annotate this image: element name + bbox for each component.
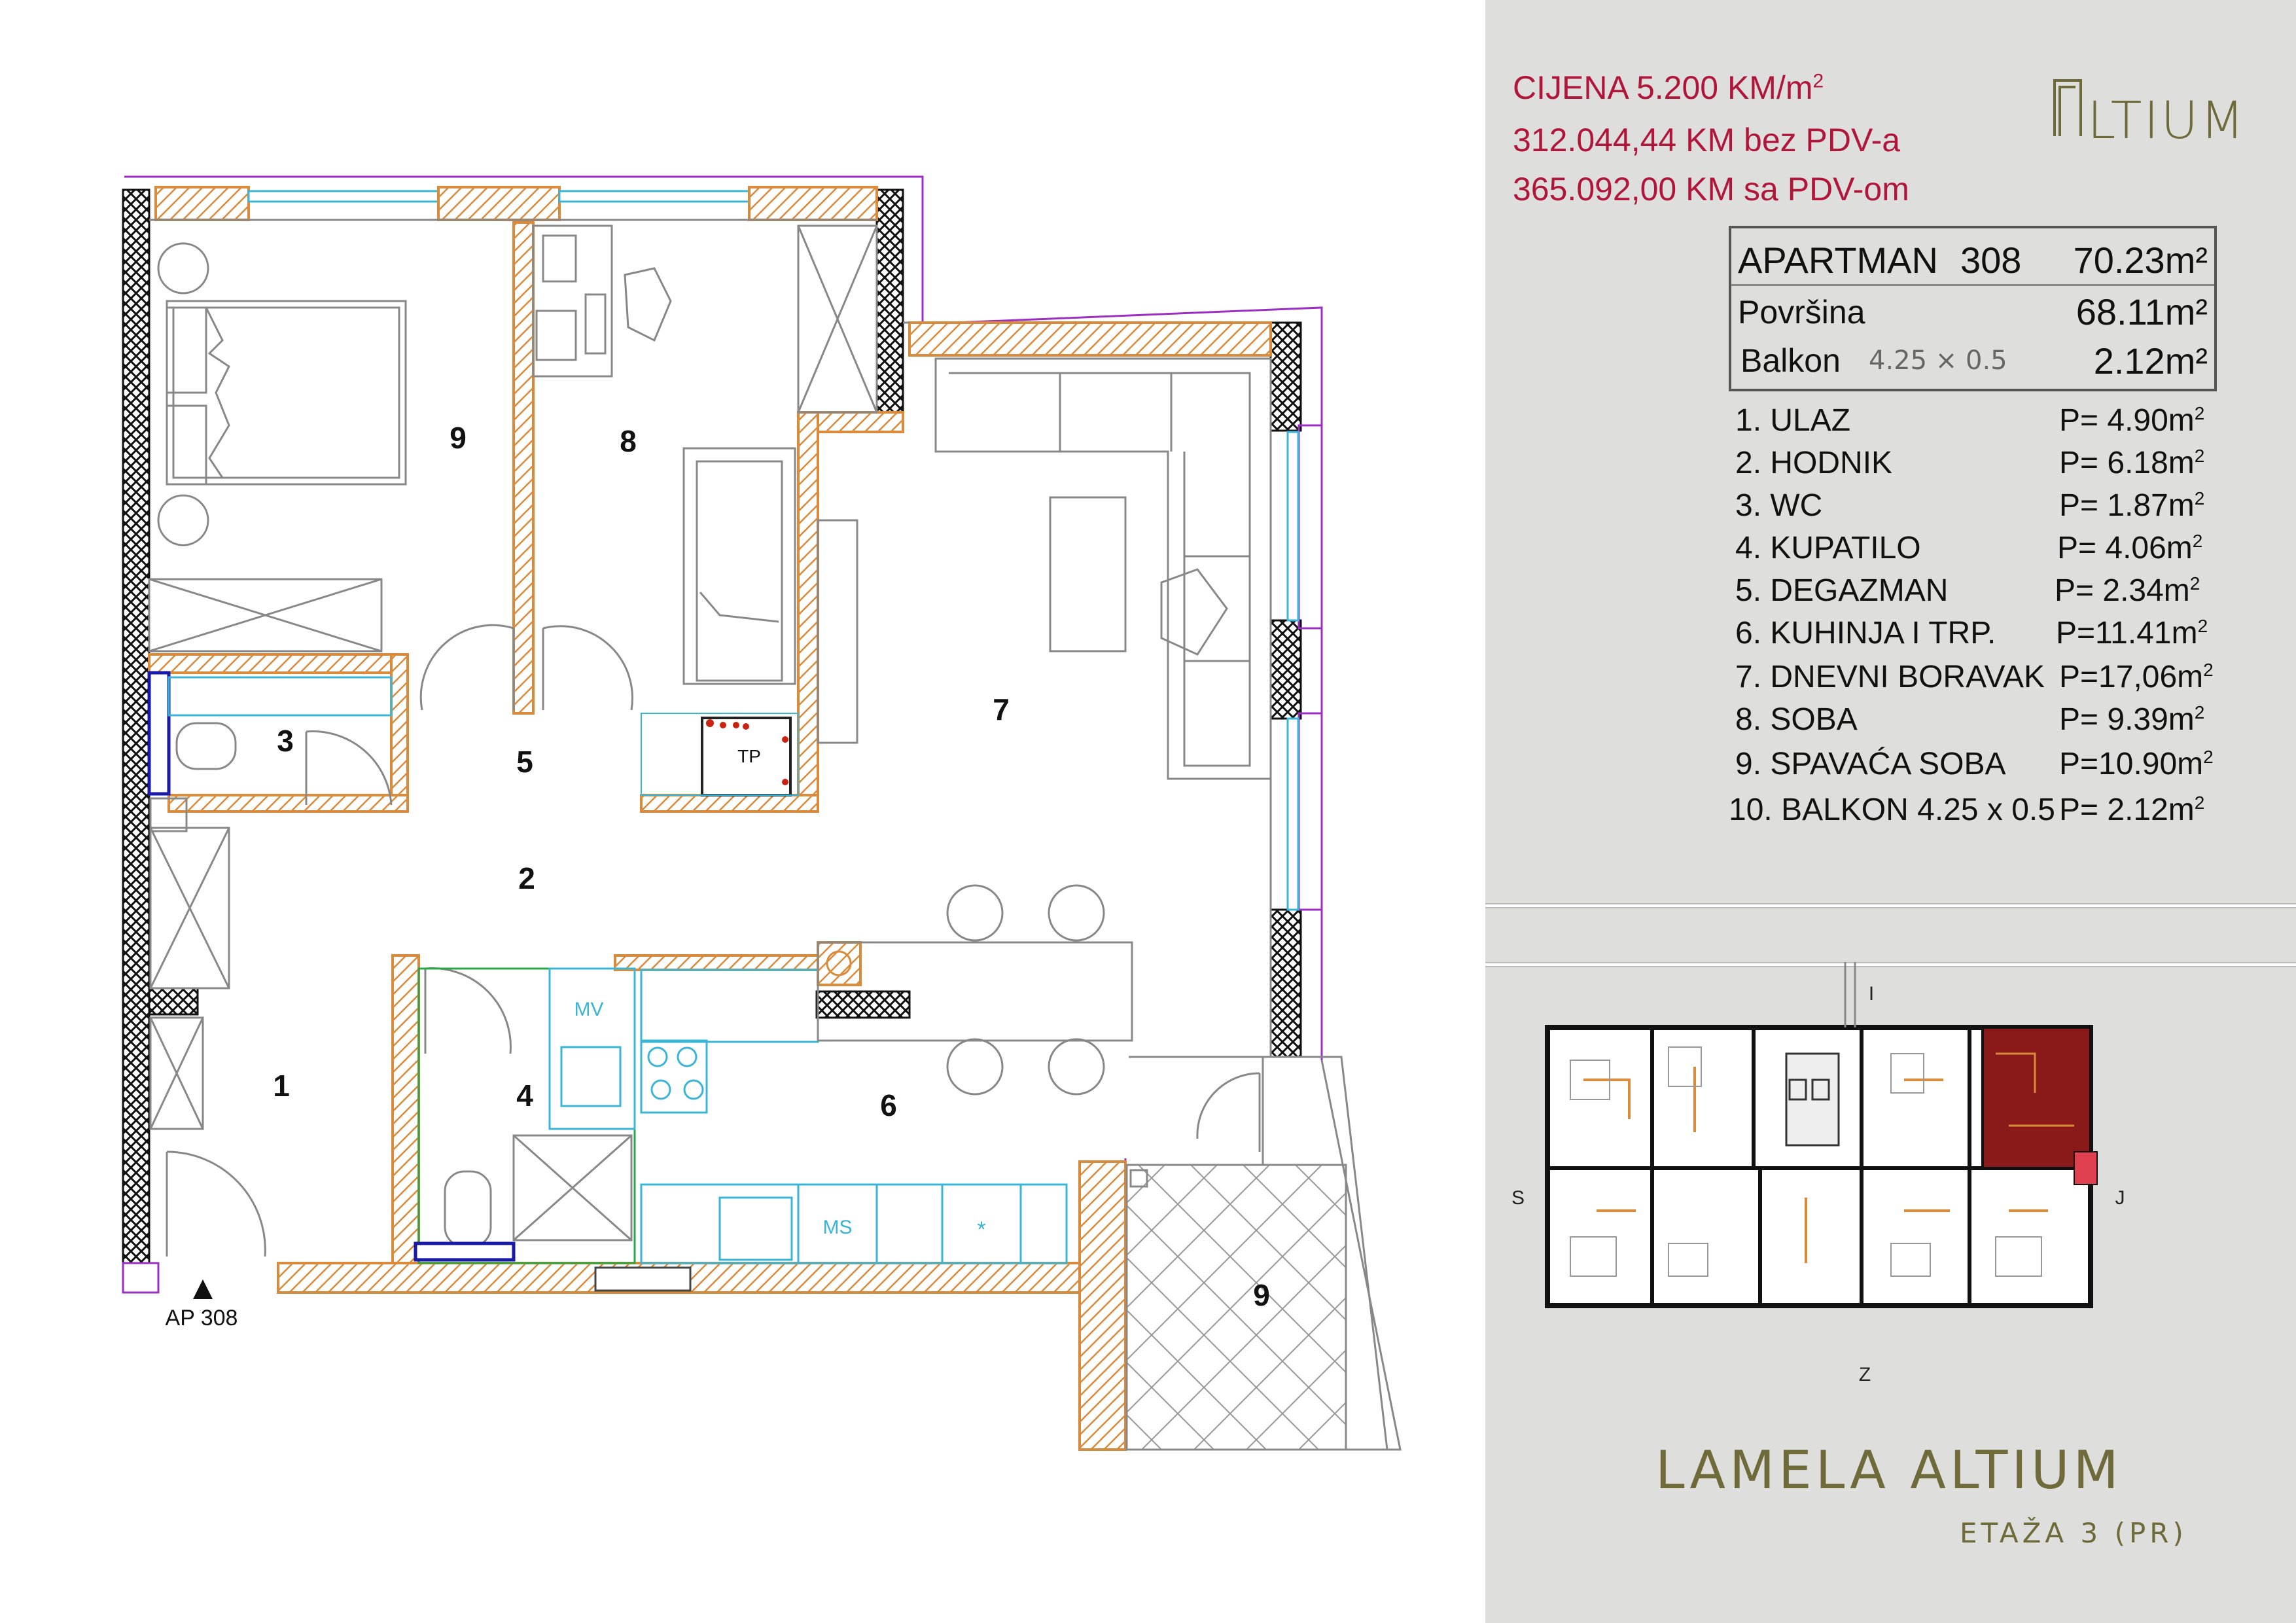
highlighted-unit	[1981, 1026, 2092, 1169]
logo-text: LTIUM	[2087, 92, 2246, 151]
room-number-4: 4	[516, 1079, 533, 1113]
floor-plan: 9 8 3 5 7 2 1 4 6 9 TP MV MS * AP 308	[122, 175, 1402, 1451]
balcony-label: Balkon	[1740, 342, 1841, 379]
room-number-1: 1	[273, 1069, 290, 1103]
total-area: 70.23m²	[2073, 239, 2208, 281]
single-bed	[682, 447, 796, 685]
top-windows	[149, 186, 1272, 357]
surface-label: Površina	[1738, 293, 1865, 330]
apartment-summary: APARTMAN 308 70.23m² Površina 68.11m² Ba…	[1729, 226, 2217, 391]
compass-west: S	[1511, 1187, 1525, 1209]
tp-label: TP	[737, 746, 761, 766]
bathroom-fixtures	[414, 967, 636, 1264]
price-without-vat: 312.044,44 KM bez PDV-a	[1513, 122, 1901, 158]
room-number-9-bed: 9	[450, 421, 467, 455]
room-number-8: 8	[620, 424, 637, 458]
room-number-2: 2	[518, 861, 535, 895]
key-plan: I Z S J	[1511, 962, 2125, 1385]
compass-north: I	[1869, 983, 1874, 1005]
surface-area: 68.11m²	[2075, 291, 2208, 332]
entrance-label: AP 308	[166, 1306, 238, 1330]
price-per-m2: CIJENA 5.200 KM/m2	[1513, 69, 1824, 106]
room-number-7: 7	[993, 692, 1010, 726]
room-number-9-balcony: 9	[1253, 1278, 1270, 1312]
floor-label: ETAŽA 3 (PR)	[1960, 1517, 2187, 1549]
price-with-vat: 365.092,00 KM sa PDV-om	[1513, 171, 1909, 207]
entrance-arrow-icon	[193, 1279, 213, 1299]
tp-box	[701, 717, 792, 796]
room-number-6: 6	[880, 1088, 897, 1122]
info-panel: CIJENA 5.200 KM/m2 312.044,44 KM bez PDV…	[1485, 0, 2296, 1623]
wardrobe-8	[797, 224, 878, 414]
ms-label: MS	[823, 1217, 853, 1238]
altium-logo-icon	[2053, 79, 2082, 136]
balcony-area: 2.12m²	[2093, 340, 2208, 382]
room-number-3: 3	[277, 724, 294, 758]
compass-south: Z	[1859, 1364, 1871, 1385]
room-number-5: 5	[516, 745, 533, 779]
bed-double	[157, 242, 407, 546]
sofa	[817, 357, 1272, 780]
balcony	[1125, 1056, 1402, 1451]
wardrobe	[148, 578, 383, 652]
desk	[532, 224, 672, 378]
interior-walls	[148, 221, 1127, 1451]
apartment-number: 308	[1960, 239, 2022, 281]
list-item: 6. KUHINJA I TRP.P=11.41m2	[1735, 616, 2208, 651]
divider	[1485, 962, 2296, 967]
compass-east: J	[2115, 1187, 2125, 1209]
hall-wardrobes	[149, 827, 230, 1130]
exterior-walls	[122, 188, 1302, 1264]
apartment-label: APARTMAN	[1738, 239, 1938, 281]
star-label: *	[977, 1217, 985, 1242]
divider	[1485, 903, 2296, 908]
wc-fixtures	[147, 671, 393, 832]
balcony-dimensions: 4.25 × 0.5	[1869, 346, 2007, 376]
building-title: LAMELA ALTIUM	[1655, 1440, 2123, 1501]
mv-label: MV	[574, 999, 604, 1020]
kitchen	[594, 884, 1133, 1292]
